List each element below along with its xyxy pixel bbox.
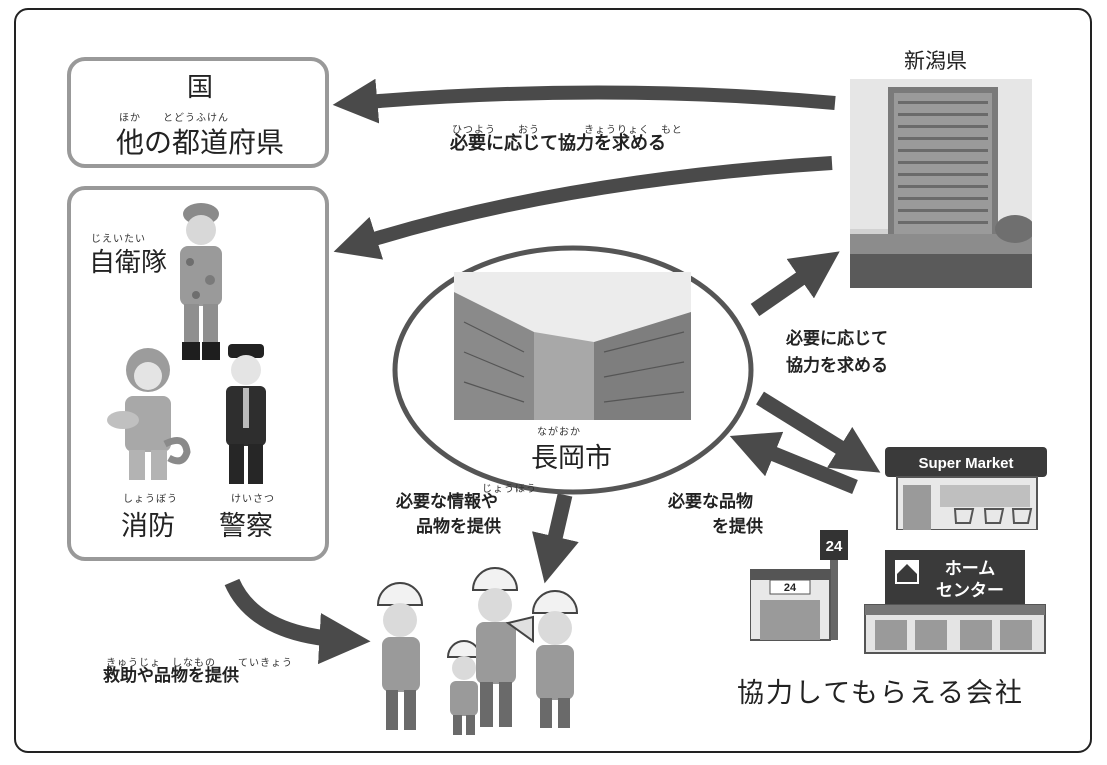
- store-24-sign: 24: [784, 582, 797, 594]
- rescue-label: 救助や品物を提供: [103, 666, 239, 686]
- store-24-pole-sign: 24: [826, 538, 843, 555]
- country-ruby: ほか とどうふけん: [119, 113, 229, 124]
- right-arrow-label-2: 協力を求める: [786, 356, 888, 376]
- right-arrow-label-1: 必要に応じて: [786, 329, 888, 349]
- citizens-illustration: [376, 567, 579, 735]
- supermarket-illustration: Super Market: [885, 447, 1047, 530]
- police-ruby: けいさつ: [231, 494, 275, 505]
- arrow-city-to-supermarket: [756, 391, 881, 473]
- country-title: 国: [187, 73, 214, 103]
- convenience-store-illustration: 24 24: [750, 530, 848, 641]
- top-arrow-ruby: ひつよう おう きょうりょく もと: [452, 125, 683, 136]
- fire-ruby: しょうぼう: [123, 494, 178, 505]
- supermarket-sign: Super Market: [918, 455, 1013, 472]
- police-illustration: [226, 344, 266, 484]
- goods-label-2: を提供: [712, 517, 763, 537]
- arrow-city-to-people: [532, 493, 579, 584]
- goods-label-1: 必要な品物: [668, 492, 753, 512]
- rescue-ruby: きゅうじょ しなもの ていきょう: [106, 658, 293, 669]
- police-label: 警察: [219, 511, 273, 542]
- sdf-ruby: じえいたい: [91, 234, 146, 245]
- info-label-2: 品物を提供: [416, 517, 501, 537]
- firefighter-illustration: [107, 348, 191, 480]
- arrow-responders-to-people: [224, 578, 371, 665]
- city-hall-photo: [454, 272, 691, 420]
- responders-box: じえいたい 自衛隊 しょうぼう 消防 けいさつ 警察: [67, 186, 329, 561]
- sdf-label: 自衛隊: [89, 248, 168, 278]
- prefecture-building-photo: [850, 79, 1032, 288]
- info-label-1: 必要な情報や: [396, 492, 498, 512]
- city-name: 長岡市: [531, 443, 612, 474]
- prefecture-name: 新潟県: [904, 49, 967, 73]
- soldier-illustration: [180, 203, 222, 360]
- city-ruby: ながおか: [537, 427, 581, 438]
- diagram-frame: [14, 8, 1092, 753]
- arrow-pref-to-responders: [333, 156, 833, 260]
- home-center-illustration: ホーム センター: [864, 550, 1046, 654]
- home-center-sign-2: センター: [936, 581, 1004, 600]
- country-box: 国 ほか とどうふけん 他の都道府県: [67, 57, 329, 168]
- companies-caption: 協力してもらえる会社: [737, 678, 1025, 709]
- info-ruby: じょうほう: [482, 484, 537, 495]
- arrow-company-to-city: [729, 431, 858, 494]
- fire-label: 消防: [121, 511, 175, 542]
- arrow-pref-to-country: [332, 78, 836, 124]
- top-arrow-label: 必要に応じて協力を求める: [450, 133, 666, 154]
- home-center-sign-1: ホーム: [945, 559, 996, 578]
- country-name: 他の都道府県: [116, 126, 285, 159]
- arrow-city-to-pref: [750, 251, 840, 317]
